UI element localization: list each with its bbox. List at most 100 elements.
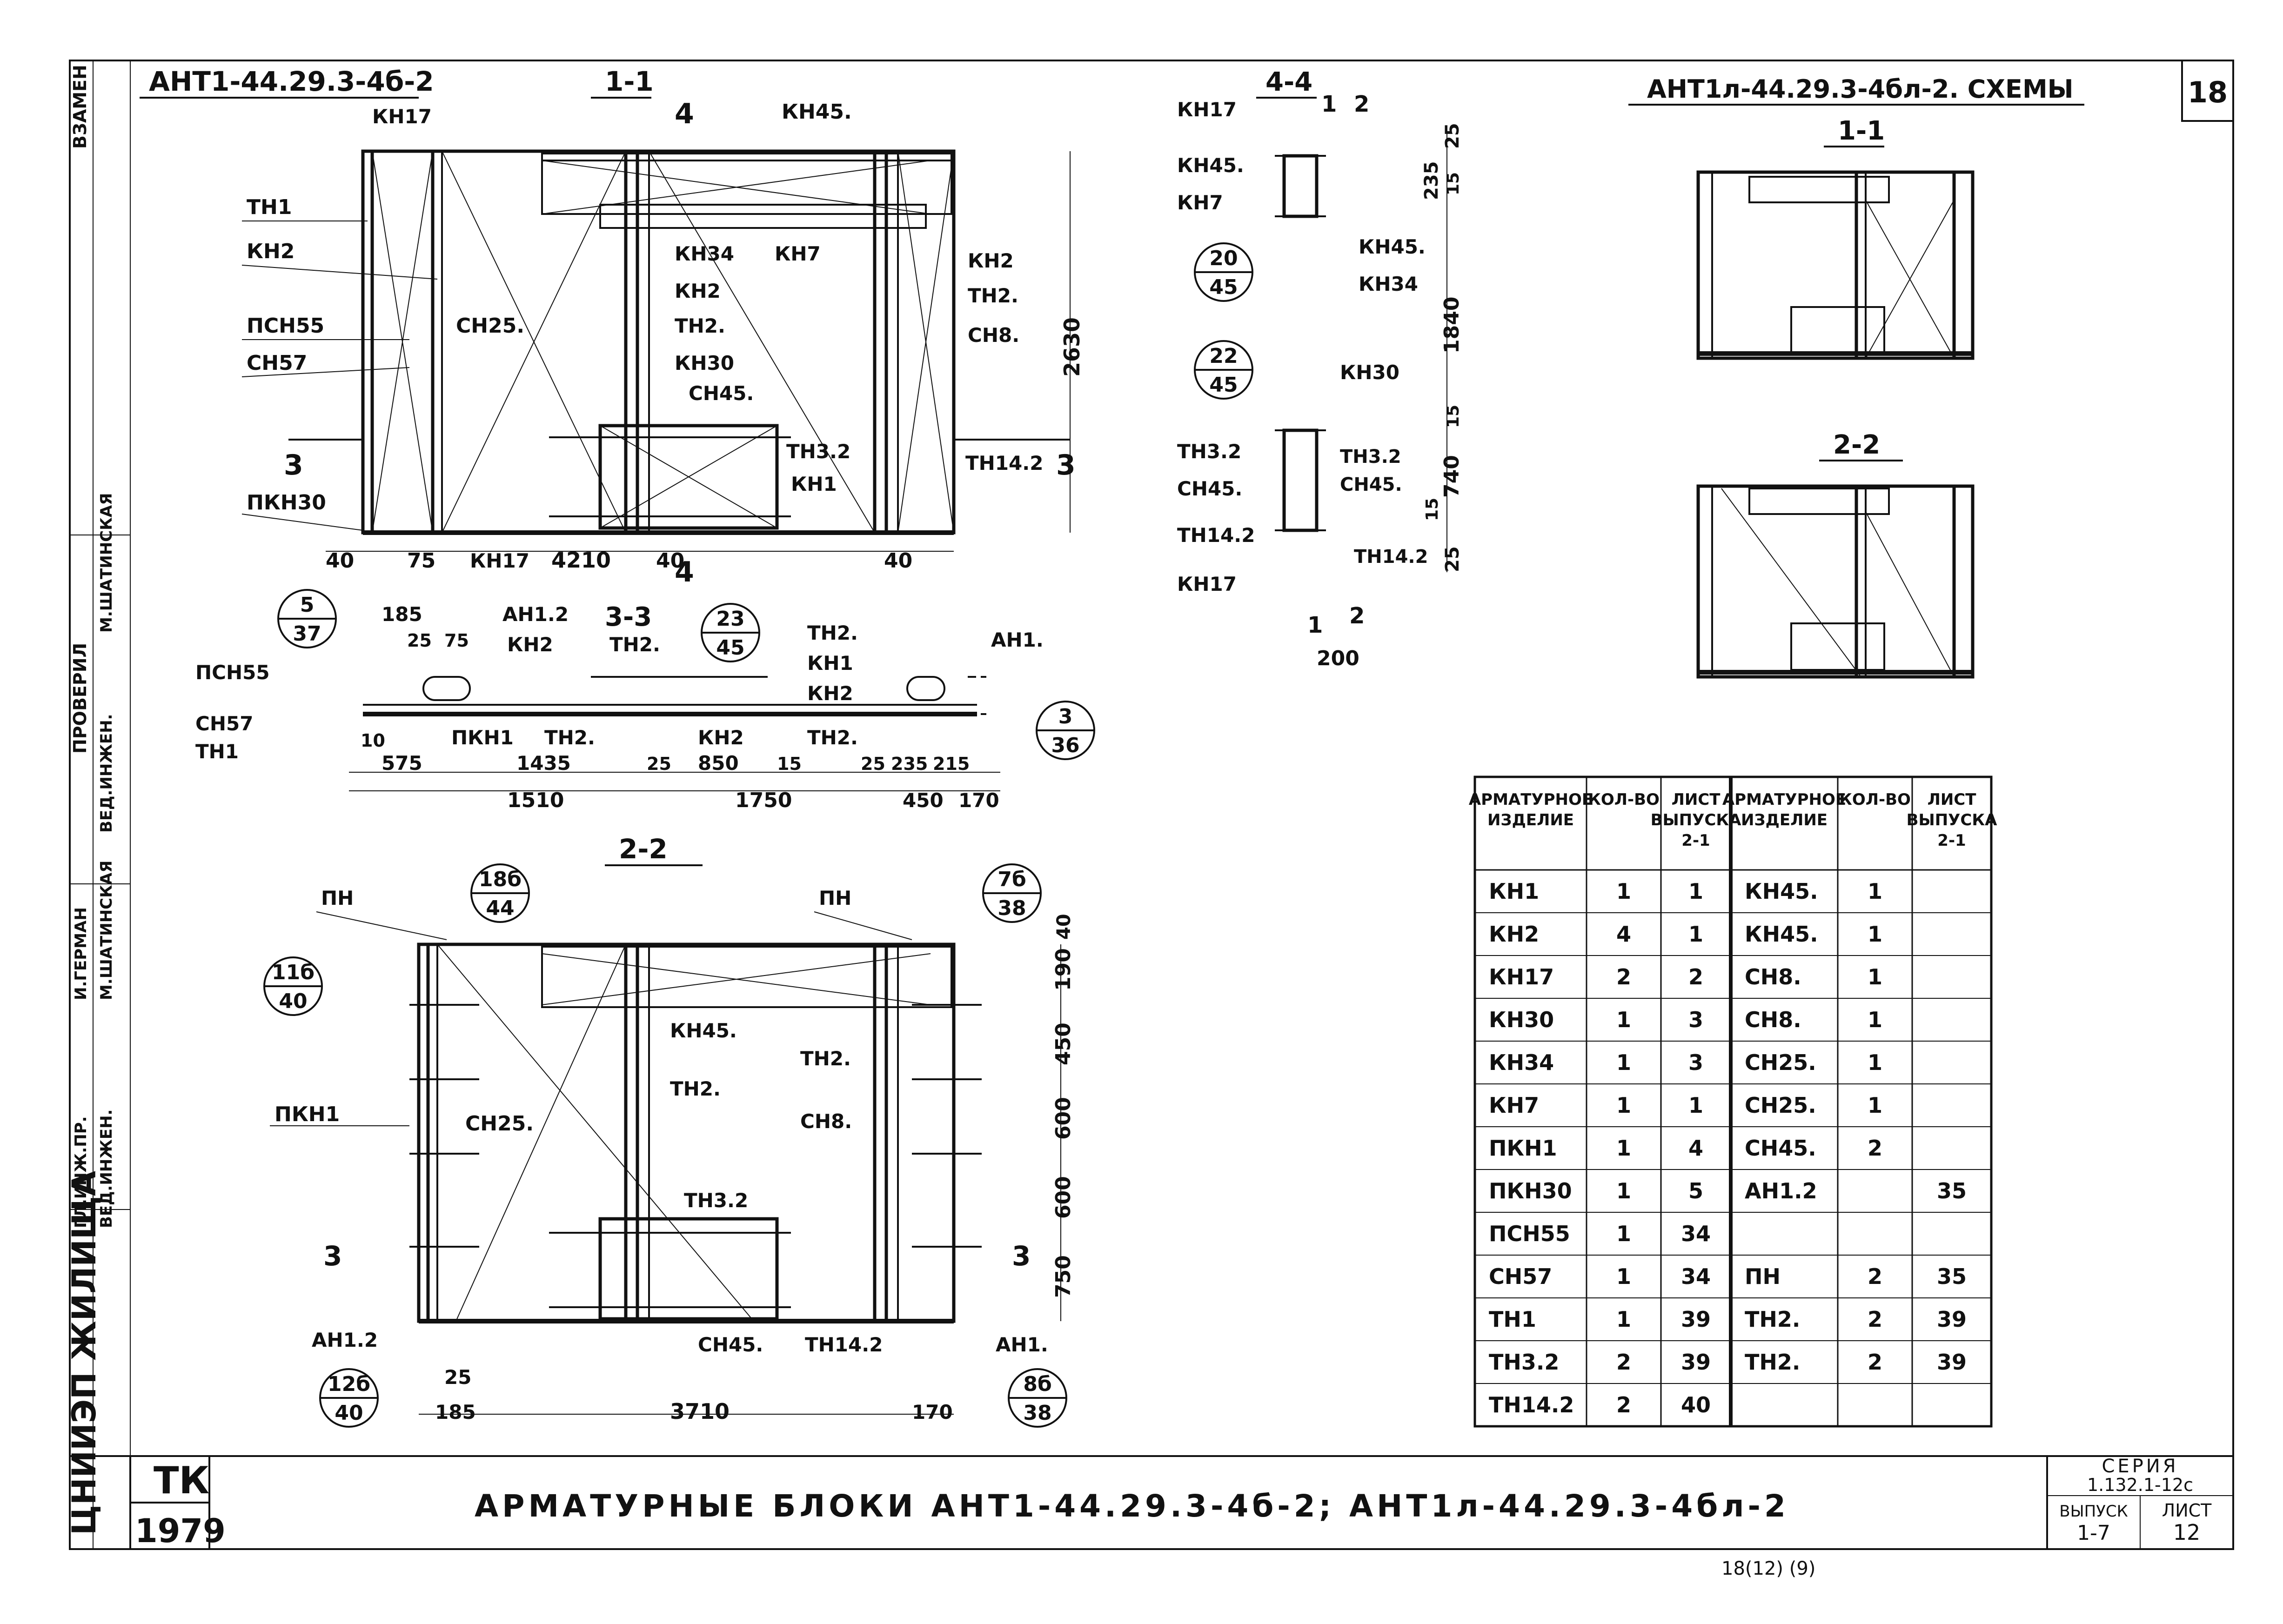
spec-cell: КН45. — [1745, 879, 1818, 904]
spec-cell: КН17 — [1489, 964, 1554, 989]
mark22-pn-left: ПН — [321, 887, 354, 909]
mark44-kn45b: КН45. — [1359, 235, 1426, 258]
spec-cell: 2 — [1616, 964, 1631, 989]
spec-header-cell: КОЛ-ВО — [1839, 790, 1911, 809]
spec-cell: 5 — [1688, 1178, 1703, 1203]
section-3-3: 3-3 185 25 75 10 575 1435 25 850 15 25 2… — [195, 602, 1044, 812]
mark33-an1: АН1. — [991, 628, 1044, 651]
mark-ch25: СН25. — [456, 314, 524, 338]
vypusk-label: ВЫПУСК — [2059, 1502, 2128, 1521]
cut-mark-1-bottom: 1 — [1307, 612, 1323, 638]
spec-cell: 1 — [1868, 922, 1882, 947]
dim33-215: 215 — [933, 754, 970, 774]
dim33-10: 10 — [361, 730, 385, 751]
dim44-25b: 25 — [1442, 546, 1463, 572]
mark22-th2-mid: ТН2. — [670, 1077, 721, 1100]
spec-cell: ТН2. — [1745, 1307, 1800, 1332]
spec-cell: СН25. — [1745, 1093, 1816, 1118]
spec-cell: 2 — [1688, 964, 1703, 989]
mark22-an1: АН1. — [996, 1333, 1048, 1356]
spec-cell: 1 — [1616, 1178, 1631, 1203]
spec-cell: 1 — [1868, 1007, 1882, 1032]
section-2-2-label: 2-2 — [619, 833, 668, 865]
cut-mark-4-top: 4 — [675, 98, 694, 130]
mark22-ch25: СН25. — [465, 1112, 534, 1136]
seria-label: СЕРИЯ — [2102, 1456, 2178, 1477]
spec-cell: ТН1 — [1489, 1307, 1536, 1332]
svg-text:38: 38 — [998, 896, 1026, 920]
mark-ch57: СН57 — [247, 351, 307, 375]
mark-th142: ТН14.2 — [965, 452, 1043, 475]
dim44-15: 15 — [1444, 172, 1463, 195]
spec-cell: КН7 — [1489, 1093, 1539, 1118]
dim44-25: 25 — [1442, 123, 1463, 149]
svg-text:22: 22 — [1209, 344, 1238, 368]
spec-cell: 39 — [1681, 1307, 1711, 1332]
section-3-3-label: 3-3 — [605, 602, 652, 632]
mark-kn17-top: КН17 — [372, 105, 432, 128]
mark-kn17-bottom: КН17 — [470, 549, 529, 572]
mark-kn30: КН30 — [675, 352, 734, 374]
mark22-cut-3-left: 3 — [323, 1240, 342, 1272]
spec-cell: СН45. — [1745, 1136, 1816, 1161]
mark33-an12: АН1.2 — [502, 603, 569, 626]
spec-cell: 35 — [1937, 1178, 1967, 1203]
mark-kn34: КН34 — [675, 242, 734, 265]
dim33-850: 850 — [698, 752, 739, 775]
stamp-proveril: ПРОВЕРИЛ — [70, 643, 90, 754]
dim33-170: 170 — [958, 789, 999, 812]
svg-text:45: 45 — [716, 636, 744, 660]
main-title: АРМАТУРНЫЕ БЛОКИ АНТ1-44.29.3-4б-2; АНТ1… — [475, 1488, 1789, 1524]
spec-cell: 1 — [1616, 1221, 1631, 1246]
dim33-1750: 1750 — [735, 789, 792, 812]
mark44-kn34: КН34 — [1359, 273, 1418, 295]
dim22-600b: 600 — [1051, 1176, 1075, 1219]
scheme-2-2-label: 2-2 — [1833, 430, 1880, 460]
spec-cell: 34 — [1681, 1264, 1711, 1289]
schemes: 1-1 2-2 — [1696, 116, 1975, 679]
mark-th2-mid: ТН2. — [675, 314, 725, 337]
cut-mark-1: 1 — [1321, 91, 1337, 117]
svg-text:20: 20 — [1209, 247, 1238, 270]
mark33-th1: ТН1 — [195, 740, 239, 763]
dim22-450: 450 — [1051, 1023, 1075, 1065]
section-4-4: 4-4 1 2 25 235 15 1840 15 740 15 25 200 … — [1177, 67, 1464, 670]
mark44-kn45a: КН45. — [1177, 154, 1244, 177]
mark33-kn2b: КН2 — [698, 726, 744, 749]
spec-cell: ПКН30 — [1489, 1178, 1572, 1203]
mark44-th32b: ТН3.2 — [1340, 446, 1401, 468]
spec-cell: 2 — [1868, 1264, 1882, 1289]
spec-cell: 2 — [1616, 1350, 1631, 1375]
sheet-frame: 18 ВЗАМЕН ПРОВЕРИЛ М.ШАТИНСКАЯ ВЕД.ИНЖЕН… — [65, 60, 2234, 1550]
cut-mark-3-left: 3 — [284, 449, 303, 481]
dim33-15: 15 — [777, 754, 802, 774]
svg-text:8б: 8б — [1023, 1372, 1051, 1396]
mark44-kn17-top: КН17 — [1177, 98, 1237, 121]
mark22-an12: АН1.2 — [312, 1329, 378, 1351]
mark44-th32a: ТН3.2 — [1177, 440, 1241, 463]
mark44-kn17-bottom: КН17 — [1177, 573, 1237, 595]
mark33-kn2a: КН2 — [507, 633, 553, 656]
dim22-600a: 600 — [1051, 1097, 1075, 1140]
mark44-kn7: КН7 — [1177, 191, 1223, 214]
spec-cell: ТН2. — [1745, 1350, 1800, 1375]
spec-cell: 1 — [1616, 1307, 1631, 1332]
spec-cell: 39 — [1937, 1350, 1967, 1375]
mark22-ch8: СН8. — [800, 1110, 852, 1133]
block-title: АНТ1-44.29.3-4б-2 — [149, 66, 434, 97]
svg-text:45: 45 — [1209, 373, 1238, 397]
list-label: ЛИСТ — [2162, 1500, 2212, 1521]
spec-cell: 40 — [1681, 1392, 1711, 1417]
mark22-cut-3-right: 3 — [1012, 1240, 1031, 1272]
spec-cell: КН45. — [1745, 922, 1818, 947]
callout-3-36: 336 — [1036, 701, 1095, 760]
spec-cell: ПН — [1745, 1264, 1781, 1289]
mark44-th142b: ТН14.2 — [1354, 546, 1428, 568]
mark44-th142a: ТН14.2 — [1177, 524, 1255, 547]
